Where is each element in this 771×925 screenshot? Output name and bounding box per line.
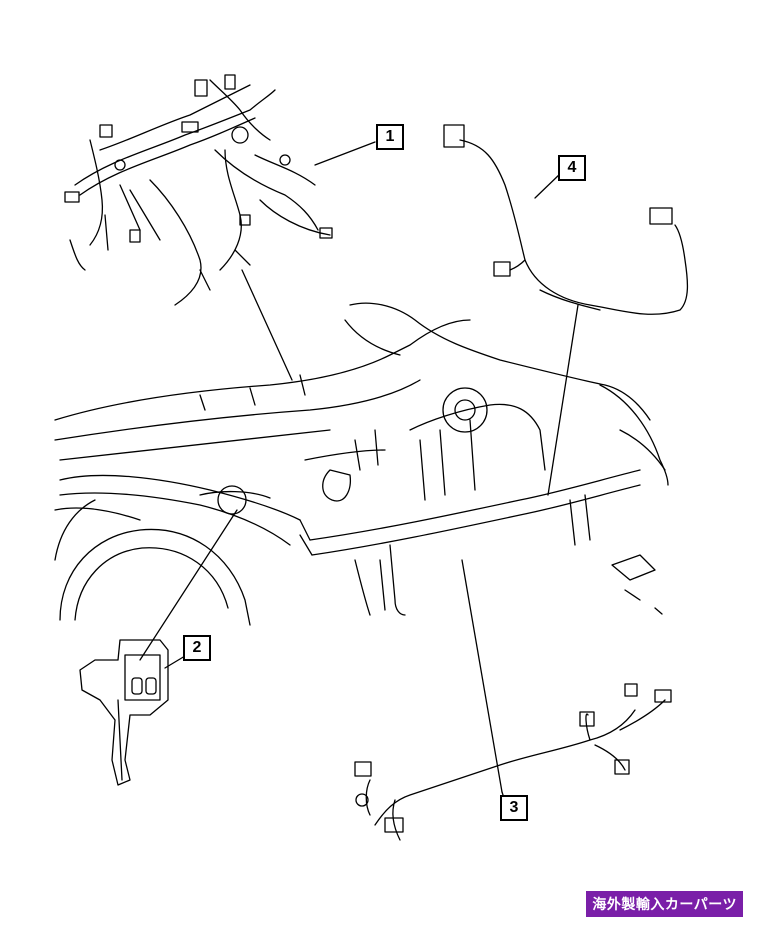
leader-4b <box>547 304 579 496</box>
callout-3: 3 <box>500 795 528 821</box>
callout-2: 2 <box>183 635 211 661</box>
callout-1: 1 <box>376 124 404 150</box>
leader-2b <box>164 655 186 669</box>
wiring-harness-4 <box>443 124 689 315</box>
wiring-harness-3 <box>354 683 672 841</box>
callout-4: 4 <box>558 155 586 181</box>
leader-2 <box>139 509 238 661</box>
leader-1 <box>314 141 376 166</box>
wiring-harness-1 <box>64 74 333 306</box>
leader-3 <box>461 559 503 793</box>
watermark-badge: 海外製輸入カーパーツ <box>586 891 743 917</box>
vehicle-body <box>54 302 669 626</box>
leader-3b <box>501 791 504 796</box>
leader-4 <box>534 171 563 199</box>
bracket-2 <box>79 639 169 786</box>
leader-1b <box>241 269 293 381</box>
